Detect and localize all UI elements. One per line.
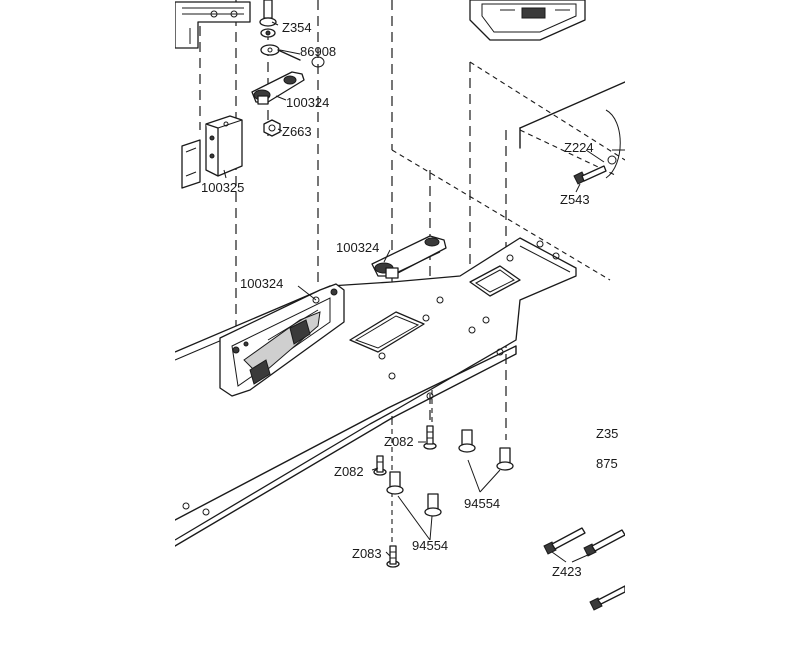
label-100324-mid: 100324 — [336, 240, 379, 255]
label-z354: Z354 — [282, 20, 312, 35]
label-86908: 86908 — [300, 44, 336, 59]
housing-upper-right — [519, 81, 626, 179]
label-100324-left: 100324 — [240, 276, 283, 291]
right-margin — [625, 0, 800, 640]
label-z082-lower: Z082 — [334, 464, 364, 479]
screw-z082-upper — [423, 425, 437, 450]
label-94554-left: 94554 — [412, 538, 448, 553]
screw-z083 — [386, 545, 400, 568]
label-z35: Z35 — [596, 426, 618, 441]
label-z663: Z663 — [282, 124, 312, 139]
screw-z543 — [573, 165, 607, 185]
screw-bottom-right — [589, 585, 626, 611]
arm-100324-mid — [371, 235, 447, 279]
label-100325: 100325 — [201, 180, 244, 195]
screw-94554-upper-right — [496, 447, 514, 471]
part-labels: Z354 86908 100324 Z663 100325 Z224 Z543 … — [201, 20, 618, 579]
nut-z663 — [263, 119, 281, 137]
screw-94554-upper-left — [458, 429, 476, 453]
arm-100324-top — [251, 71, 305, 105]
screw-94554-lower-right — [424, 493, 442, 517]
label-z543: Z543 — [560, 192, 590, 207]
mount-100324-left — [219, 283, 345, 397]
washer-86908 — [260, 44, 325, 68]
label-94554-right: 94554 — [464, 496, 500, 511]
label-100324-top: 100324 — [286, 95, 329, 110]
leader-lines — [223, 21, 605, 563]
screw-z423-left — [543, 527, 586, 555]
bracket-100325 — [181, 115, 243, 189]
label-z083: Z083 — [352, 546, 382, 561]
label-z423: Z423 — [552, 564, 582, 579]
label-z082-upper: Z082 — [384, 434, 414, 449]
screw-z354 — [259, 0, 277, 38]
screw-z082-lower — [373, 455, 387, 476]
screw-94554-lower-left — [386, 471, 404, 495]
label-z224: Z224 — [564, 140, 594, 155]
label-875: 875 — [596, 456, 618, 471]
motor-mount-top-right — [469, 0, 586, 41]
bracket-top-left — [174, 1, 251, 49]
screw-z423-right — [583, 529, 626, 557]
left-margin — [0, 0, 175, 640]
